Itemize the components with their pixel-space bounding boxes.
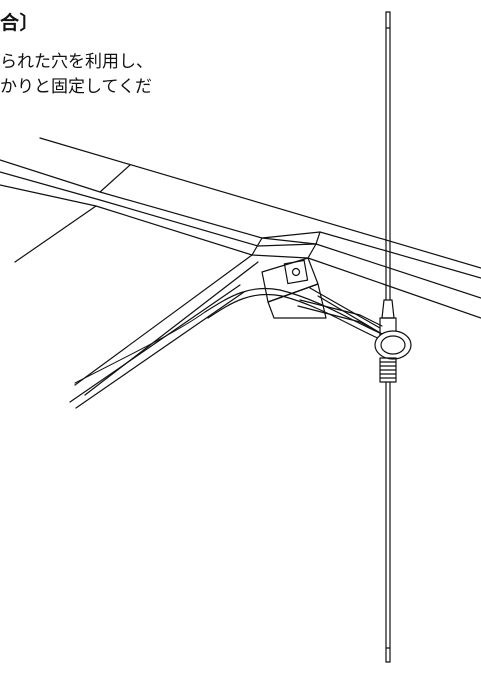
instruction-text: られた穴を利用し、 かりと固定してくだ [0, 50, 153, 100]
antenna-base-connector [374, 317, 412, 383]
antenna-upper-whip [381, 11, 395, 319]
coax-cable [74, 287, 383, 384]
instruction-line-1: られた穴を利用し、 [0, 52, 153, 72]
body-edge-lines [69, 254, 259, 409]
section-heading: 合〕 [0, 12, 40, 34]
roof-rail [0, 137, 481, 319]
instruction-line-2: かりと固定してくだ [0, 77, 152, 97]
antenna-lower-whip [385, 381, 391, 663]
